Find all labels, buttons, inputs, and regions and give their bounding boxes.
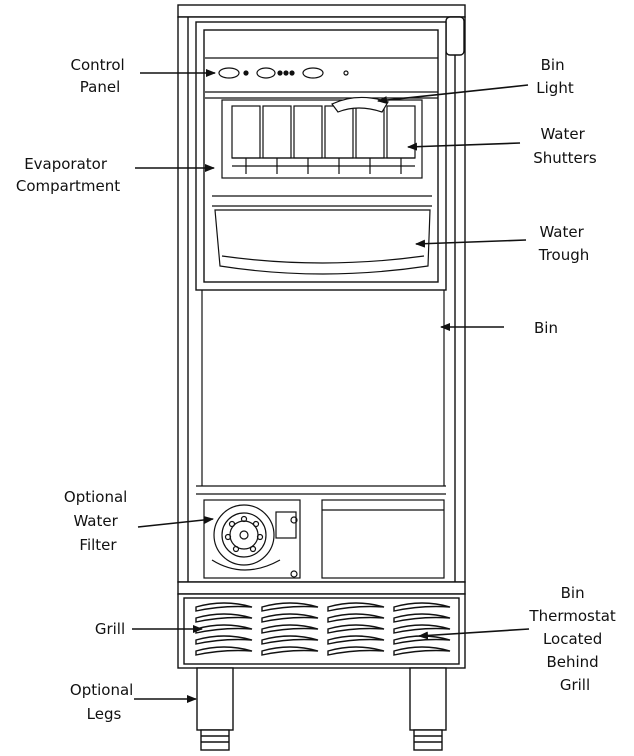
label-water-trough: Water Trough bbox=[538, 223, 590, 264]
grill-slot bbox=[195, 613, 253, 623]
grill-slot bbox=[261, 602, 319, 612]
grill-slots bbox=[195, 602, 451, 656]
grill-slot bbox=[327, 635, 385, 645]
bin-drawing bbox=[196, 290, 446, 495]
arrow-bin-thermostat bbox=[418, 628, 530, 640]
water-filter-drawing bbox=[203, 499, 445, 579]
grill-slot bbox=[195, 635, 253, 645]
grill-slot bbox=[327, 613, 385, 623]
label-bin: Bin bbox=[534, 319, 558, 337]
grill-slot bbox=[261, 624, 319, 634]
grill-slot bbox=[327, 646, 385, 656]
grill-slot bbox=[327, 624, 385, 634]
label-control-panel: Control Panel bbox=[70, 56, 129, 96]
arrow-bin-light bbox=[377, 84, 529, 105]
grill-slot bbox=[261, 613, 319, 623]
grill-slot bbox=[195, 602, 253, 612]
evaporator-drawing bbox=[205, 96, 438, 179]
grill-slot bbox=[393, 613, 451, 623]
grill-slot bbox=[393, 624, 451, 634]
label-evaporator-compartment: Evaporator Compartment bbox=[16, 155, 120, 195]
callout-arrows bbox=[132, 69, 530, 703]
label-water-shutters: Water Shutters bbox=[533, 125, 597, 167]
grill-slot bbox=[393, 646, 451, 656]
legs-drawing bbox=[196, 667, 447, 751]
label-bin-light: Bin Light bbox=[536, 56, 574, 97]
grill-slot bbox=[393, 635, 451, 645]
arrow-water-shutters bbox=[407, 142, 521, 151]
grill-slot bbox=[195, 646, 253, 656]
grill-slot bbox=[393, 602, 451, 612]
grill-slot bbox=[261, 646, 319, 656]
label-optional-legs: Optional Legs bbox=[70, 681, 138, 723]
water-trough-drawing bbox=[212, 195, 432, 275]
label-bin-thermostat: Bin Thermostat Located Behind Grill bbox=[528, 584, 620, 694]
label-grill: Grill bbox=[95, 620, 125, 638]
arrow-water-trough bbox=[415, 239, 527, 248]
grill-slot bbox=[327, 602, 385, 612]
label-optional-water-filter: Optional Water Filter bbox=[64, 488, 132, 554]
arrow-water-filter bbox=[137, 515, 214, 528]
grill-slot bbox=[195, 624, 253, 634]
grill-slot bbox=[261, 635, 319, 645]
control-panel-drawing bbox=[205, 57, 438, 93]
